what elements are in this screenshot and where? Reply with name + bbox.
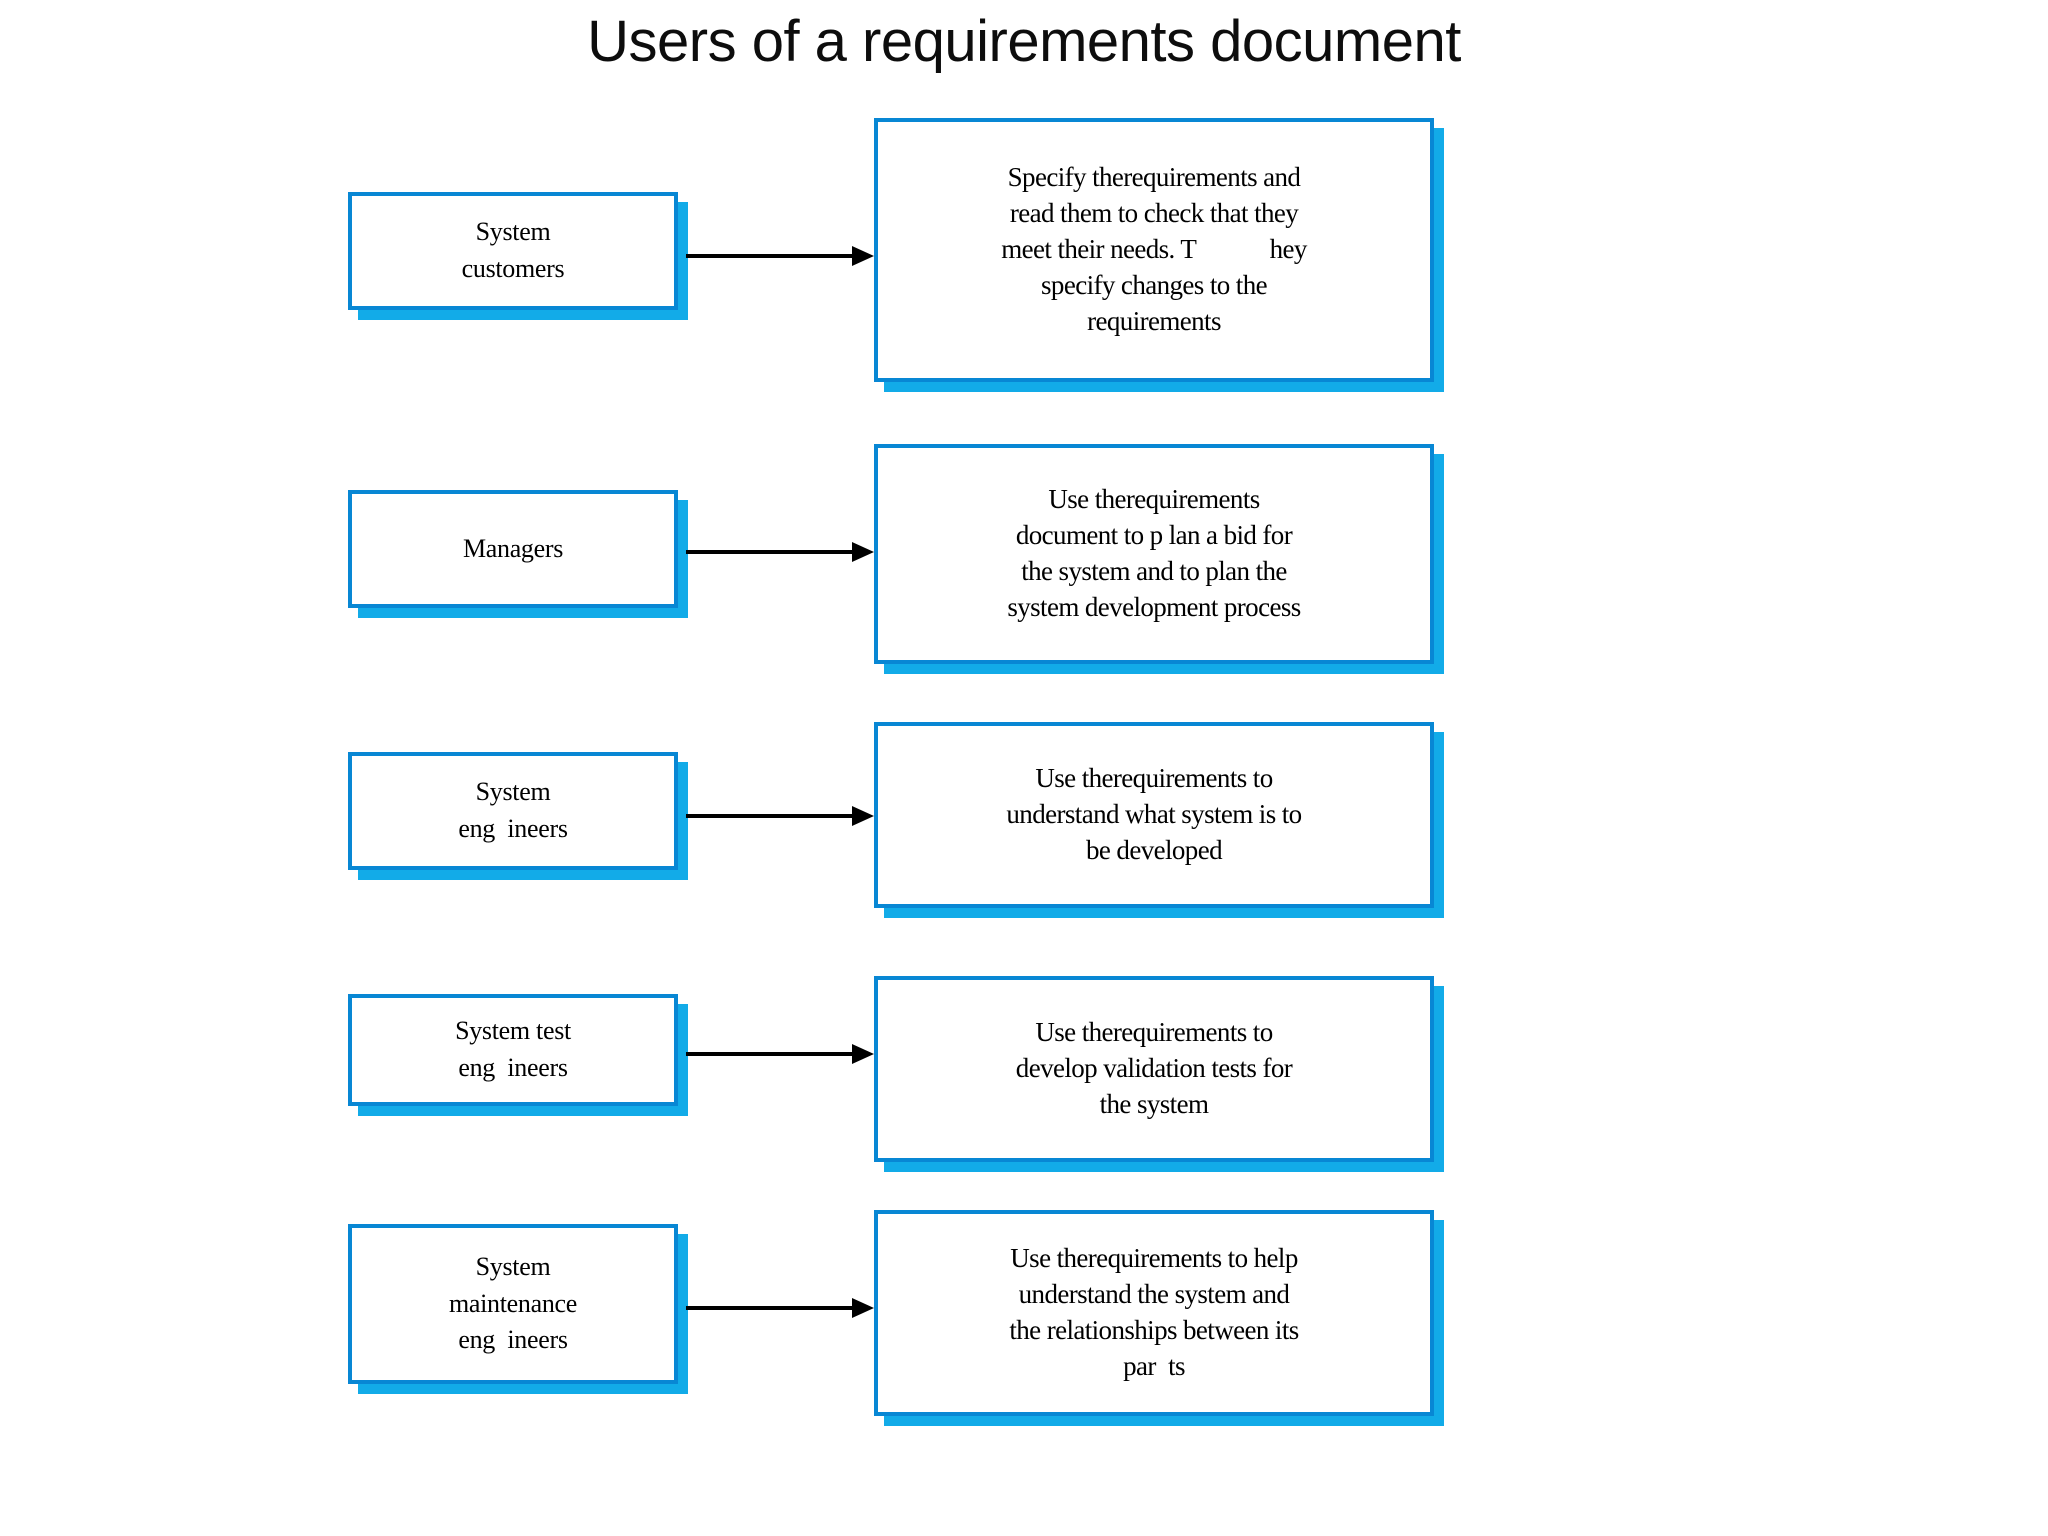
description-line: the system — [1099, 1088, 1209, 1119]
description-box-system-customers[interactable]: Specify therequirements and read them to… — [874, 118, 1444, 392]
actor-box-system-engineers[interactable]: System eng ineers — [348, 752, 688, 880]
page-title: Users of a requirements document — [587, 9, 1461, 74]
actor-label-line: System test — [455, 1016, 571, 1046]
arrow-head — [852, 806, 874, 826]
description-line: par ts — [1123, 1350, 1185, 1381]
description-box-system-test-engineers[interactable]: Use therequirements to develop validatio… — [874, 976, 1444, 1172]
actor-box-system-maintenance-engineers[interactable]: System maintenance eng ineers — [348, 1224, 688, 1394]
arrow-right-icon — [686, 1298, 876, 1318]
description-line: Use therequirements to — [1035, 1017, 1273, 1048]
description-line: the system and to plan the — [1021, 556, 1287, 586]
actor-label-line: eng ineers — [458, 814, 568, 843]
description-line: specify changes to the — [1041, 269, 1268, 300]
description-line: the relationships between its — [1009, 1315, 1299, 1345]
description-line: understand what system is to — [1006, 799, 1302, 830]
arrow-shaft — [686, 550, 856, 554]
description-line: be developed — [1086, 834, 1223, 865]
arrow-right-icon — [686, 806, 876, 826]
description-text: Use therequirements to develop validatio… — [878, 1015, 1430, 1123]
arrow-head — [852, 246, 874, 266]
description-line: develop validation tests for — [1015, 1053, 1293, 1084]
box-face: Use therequirements document to p lan a … — [874, 444, 1434, 664]
description-text: Use therequirements to understand what s… — [878, 761, 1430, 869]
actor-label-line: customers — [461, 254, 565, 283]
actor-box-managers[interactable]: Managers — [348, 490, 688, 618]
actor-label-line: Managers — [462, 533, 564, 563]
box-face: Use therequirements to understand what s… — [874, 722, 1434, 908]
description-line: Use therequirements to help — [1010, 1243, 1298, 1274]
actor-box-system-test-engineers[interactable]: System test eng ineers — [348, 994, 688, 1116]
description-text: Use therequirements to help understand t… — [878, 1241, 1430, 1385]
description-line: meet their needs. T hey — [1001, 234, 1307, 265]
arrow-shaft — [686, 814, 856, 818]
description-line: read them to check that they — [1009, 198, 1299, 229]
description-box-system-maintenance-engineers[interactable]: Use therequirements to help understand t… — [874, 1210, 1444, 1426]
actor-label-line: eng ineers — [458, 1053, 568, 1082]
actor-label-line: System — [475, 217, 551, 247]
description-line: document to p lan a bid for — [1015, 520, 1293, 551]
box-face: Use therequirements to help understand t… — [874, 1210, 1434, 1416]
arrow-right-icon — [686, 246, 876, 266]
box-face: Use therequirements to develop validatio… — [874, 976, 1434, 1162]
actor-box-system-customers[interactable]: System customers — [348, 192, 688, 320]
description-box-system-engineers[interactable]: Use therequirements to understand what s… — [874, 722, 1444, 918]
arrow-right-icon — [686, 542, 876, 562]
box-face: System eng ineers — [348, 752, 678, 870]
description-line: Use therequirements — [1048, 484, 1260, 515]
actor-label: System customers — [352, 214, 674, 288]
actor-label: Managers — [352, 531, 674, 568]
box-face: Specify therequirements and read them to… — [874, 118, 1434, 382]
actor-label: System maintenance eng ineers — [352, 1249, 674, 1360]
arrow-shaft — [686, 1052, 856, 1056]
description-line: Specify therequirements and — [1007, 162, 1301, 193]
description-box-managers[interactable]: Use therequirements document to p lan a … — [874, 444, 1444, 674]
box-face: System customers — [348, 192, 678, 310]
box-face: System test eng ineers — [348, 994, 678, 1106]
description-line: system development process — [1007, 591, 1301, 622]
arrow-head — [852, 1044, 874, 1064]
description-text: Specify therequirements and read them to… — [878, 160, 1430, 340]
actor-label: System eng ineers — [352, 774, 674, 848]
arrow-shaft — [686, 254, 856, 258]
description-text: Use therequirements document to p lan a … — [878, 482, 1430, 626]
actor-label-line: maintenance — [448, 1288, 578, 1318]
actor-label-line: System — [475, 777, 551, 807]
arrow-head — [852, 1298, 874, 1318]
actor-label-line: System — [475, 1251, 551, 1281]
arrow-shaft — [686, 1306, 856, 1310]
actor-label-line: eng ineers — [458, 1325, 568, 1355]
arrow-right-icon — [686, 1044, 876, 1064]
box-face: System maintenance eng ineers — [348, 1224, 678, 1384]
description-line: requirements — [1087, 305, 1221, 336]
arrow-head — [852, 542, 874, 562]
description-line: Use therequirements to — [1035, 763, 1273, 794]
actor-label: System test eng ineers — [352, 1013, 674, 1087]
description-line: understand the system and — [1018, 1279, 1290, 1310]
box-face: Managers — [348, 490, 678, 608]
